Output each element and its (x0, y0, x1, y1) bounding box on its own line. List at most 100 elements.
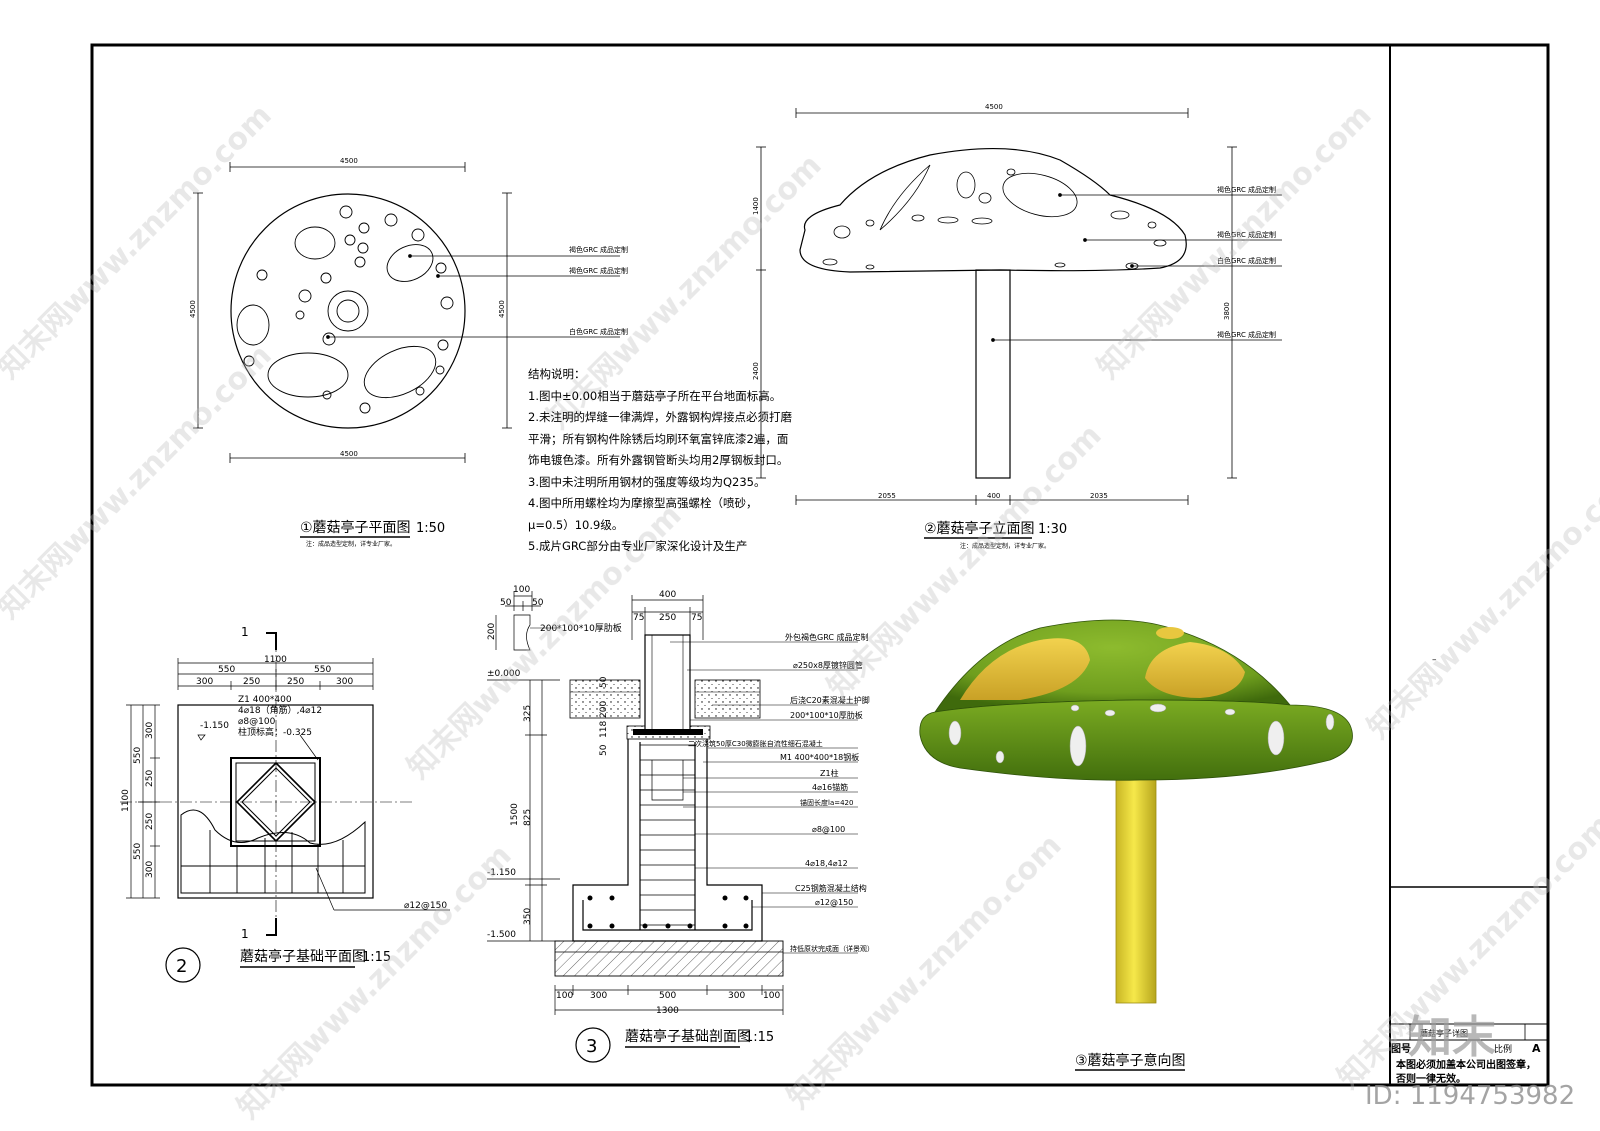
plan-title: ①蘑菇亭子平面图 (300, 519, 411, 536)
fs-dim-50b: 50 (599, 744, 609, 756)
fp-section-cut-marks (266, 632, 277, 936)
plan-label-1: 褐色GRC 成品定制 (569, 245, 628, 254)
fp-dim-a-top: 550 (218, 665, 235, 675)
title-block-bottom: 蘑菇亭子详图 图号 比例 A 本图必须加盖本公司出图签章， 否则一律无效。 (1390, 1023, 1548, 1085)
fs-stirrups (582, 742, 753, 931)
fp-break-grid (180, 809, 366, 894)
fs-bot-dim-d: 300 (728, 991, 745, 1001)
plan-dim-top: 4500 (340, 157, 358, 165)
plan-label-3: 白色GRC 成品定制 (569, 327, 628, 336)
fs-label-2: 后浇C20素混凝土护脚 (790, 695, 870, 705)
tb-project-label: 蘑菇亭子详图 (1420, 1028, 1468, 1038)
elev-label-2: 褐色GRC 成品定制 (1217, 230, 1276, 239)
fs-detail-dim-b: 50 (500, 598, 512, 608)
elev-cap-outline (799, 147, 1187, 273)
plan-dim-right: 4500 (498, 300, 506, 318)
fs-level-0: ±0.000 (487, 669, 521, 679)
foundation-plan-view: 1100 550 550 300 250 250 300 1100 550 55… (120, 625, 450, 983)
fs-top-dim-total: 400 (659, 590, 676, 600)
elev-dim-total: 3800 (1223, 302, 1231, 320)
fp-dim-a-left: 550 (133, 747, 143, 764)
fs-paving-right (694, 679, 761, 719)
plan-scale: 1:50 (416, 521, 445, 536)
mushroom-render: ③蘑菇亭子意向图 (919, 619, 1353, 1071)
fs-label-6: Z1柱 (820, 768, 839, 778)
fp-dim-c2-top: 250 (243, 677, 260, 687)
elev-stem (975, 269, 1011, 479)
plan-cap-outline (230, 193, 466, 429)
fp-dim-c2-left: 250 (145, 770, 155, 787)
plan-note: 注：成品造型定制，详专业厂家。 (306, 540, 396, 548)
elev-dim-stem: 2400 (752, 362, 760, 380)
elev-dim-cap: 1400 (752, 197, 760, 215)
tb-size: A (1532, 1042, 1541, 1055)
tb-drawing-no: 图号 (1391, 1043, 1411, 1055)
elev-title: ②蘑菇亭子立面图 (924, 520, 1035, 537)
fp-rebar-label: ⌀12@150 (404, 901, 447, 911)
fs-label-8: 锚固长度la=420 (800, 798, 853, 807)
fp-dim-c1-top: 300 (196, 677, 213, 687)
fp-dim-total-top: 1100 (264, 655, 287, 665)
notes-line-3: 平滑；所有钢构件除锈后均刷环氧富锌底漆2遍，面 (528, 431, 789, 446)
fs-label-1: ⌀250x8厚镀锌圆管 (793, 660, 863, 670)
elev-dim-b2: 400 (987, 492, 1000, 500)
render-white-spots (948, 703, 1335, 767)
fs-top-dim-a: 75 (633, 613, 644, 623)
watermark-1: 知末网www.znzmo.com (0, 98, 279, 386)
elev-holes (822, 164, 1167, 270)
notes-line-6: 4.图中所用螺栓均为摩擦型高强螺栓（喷砂， (528, 496, 758, 510)
fs-label-3: 200*100*10厚肋板 (790, 710, 863, 720)
fs-label-13: 持低原状完成面（详景观） (790, 944, 874, 953)
fs-label-5: M1 400*400*18钢板 (780, 752, 859, 762)
render-spot-1 (960, 638, 1090, 700)
fs-title: 蘑菇亭子基础剖面图 (625, 1028, 751, 1045)
notes-line-7: μ=0.5）10.9级。 (528, 517, 624, 532)
fp-dim-total-left: 1100 (121, 789, 131, 812)
elev-label-1: 褐色GRC 成品定制 (1217, 185, 1276, 194)
notes-heading: 结构说明： (528, 367, 586, 381)
fs-label-10: 4⌀18,4⌀12 (805, 859, 848, 868)
fp-dim-b-top: 550 (314, 665, 331, 675)
notes-line-2: 2.未注明的焊缝一律满焊，外露钢构焊接点必须打磨 (528, 410, 792, 424)
fs-dim-118: 118 (599, 721, 609, 738)
fs-paving-left (569, 679, 641, 719)
fp-level: -1.150 (200, 721, 229, 731)
fs-detail-dim-a: 100 (513, 585, 530, 595)
elev-dim-b3: 2035 (1090, 492, 1108, 500)
plan-holes (236, 205, 454, 414)
tb-ratio: 比例 (1494, 1043, 1512, 1055)
notes-line-8: 5.成片GRC部分由专业厂家深化设计及生产 (528, 539, 748, 553)
fs-detail-dim-c: 50 (532, 598, 544, 608)
watermark-6: 知末网www.znzmo.com (781, 828, 1069, 1116)
fp-column-label-1: Z1 400*400 (238, 695, 292, 705)
mushroom-plan-view: 4500 4500 4500 4500 褐色GRC 成品定制 褐色GRC 成品定… (189, 157, 628, 548)
fp-dim-c3-top: 250 (287, 677, 304, 687)
fs-label-4: 二次浇筑50厚C30微膨胀自流性细石混凝土 (688, 739, 823, 748)
fs-dim-1500: 1500 (510, 803, 520, 826)
foundation-section-view: 100 50 50 200 200*100*10厚肋板 400 75 250 7… (487, 585, 874, 1063)
fs-dim-325: 325 (523, 705, 533, 722)
fp-dim-b-left: 550 (133, 843, 143, 860)
fp-dim-c3-left: 250 (145, 813, 155, 830)
fp-column-label-4: 柱顶标高：-0.325 (238, 726, 312, 738)
notes-line-5: 3.图中未注明所用钢材的强度等级均为Q235。 (528, 474, 766, 489)
fp-number: 2 (176, 956, 187, 977)
watermark-4: 知末网www.znzmo.com (0, 338, 279, 626)
elev-note: 注：成品造型定制，详专业厂家。 (960, 542, 1050, 550)
fs-scale: 1:15 (745, 1030, 774, 1045)
fp-section-mark-top: 1 (241, 625, 249, 639)
fs-dim-825: 825 (523, 809, 533, 826)
tb-stamp-1: 本图必须加盖本公司出图签章， (1396, 1058, 1536, 1071)
watermark-9: 知末网www.znzmo.com (1361, 458, 1600, 746)
fs-dim-350: 350 (523, 908, 533, 925)
fp-dim-c1-left: 300 (145, 722, 155, 739)
watermark-5: 知末网www.znzmo.com (231, 838, 519, 1126)
fs-detail-dim-h: 200 (487, 623, 497, 640)
fs-bot-dim-e: 100 (763, 991, 780, 1001)
fs-label-11: C25钢筋混凝土结构 (795, 883, 867, 893)
render-stem (1115, 744, 1157, 1004)
fp-number-circle (165, 947, 201, 983)
fp-section-mark-bottom: 1 (241, 927, 249, 941)
fs-number: 3 (586, 1036, 597, 1057)
